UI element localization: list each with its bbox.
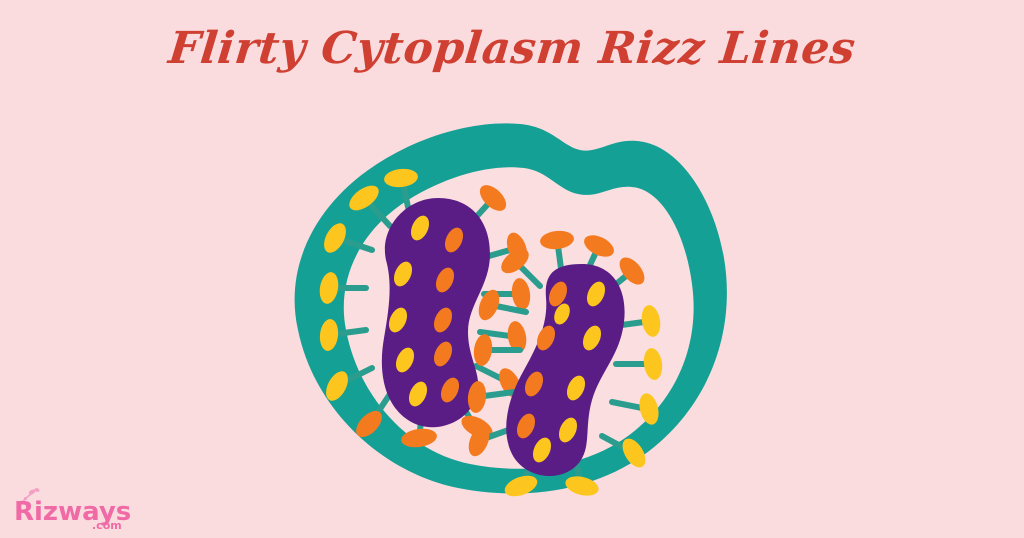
bacterium-right [467,230,663,497]
spike [324,223,375,253]
bacterium-right-dots [516,281,606,463]
bacterium-right-body [506,264,625,477]
bacterium-left-spikes [319,168,531,448]
spike [319,272,369,304]
rizways-logo[interactable]: Rizways .com [10,486,130,532]
spike [477,321,527,353]
spike [349,185,393,229]
bacterium-left-body [381,198,490,428]
spike [478,289,529,321]
page-title: Flirty Cytoplasm Rizz Lines [166,23,858,74]
spike [326,365,375,401]
bacterium-left-dots [388,215,464,407]
spike [613,348,663,380]
spike [599,433,646,468]
spike [609,393,659,425]
sparkle-icon [21,488,40,504]
spike [473,334,523,366]
spike [501,248,543,289]
spike [319,319,369,351]
spike [356,391,393,438]
spike [467,381,517,413]
logo-brand-text: Rizways [14,497,130,527]
cell-illustration [262,98,742,508]
bacterium-left [319,168,531,448]
logo-tld-text: .com [92,519,122,532]
